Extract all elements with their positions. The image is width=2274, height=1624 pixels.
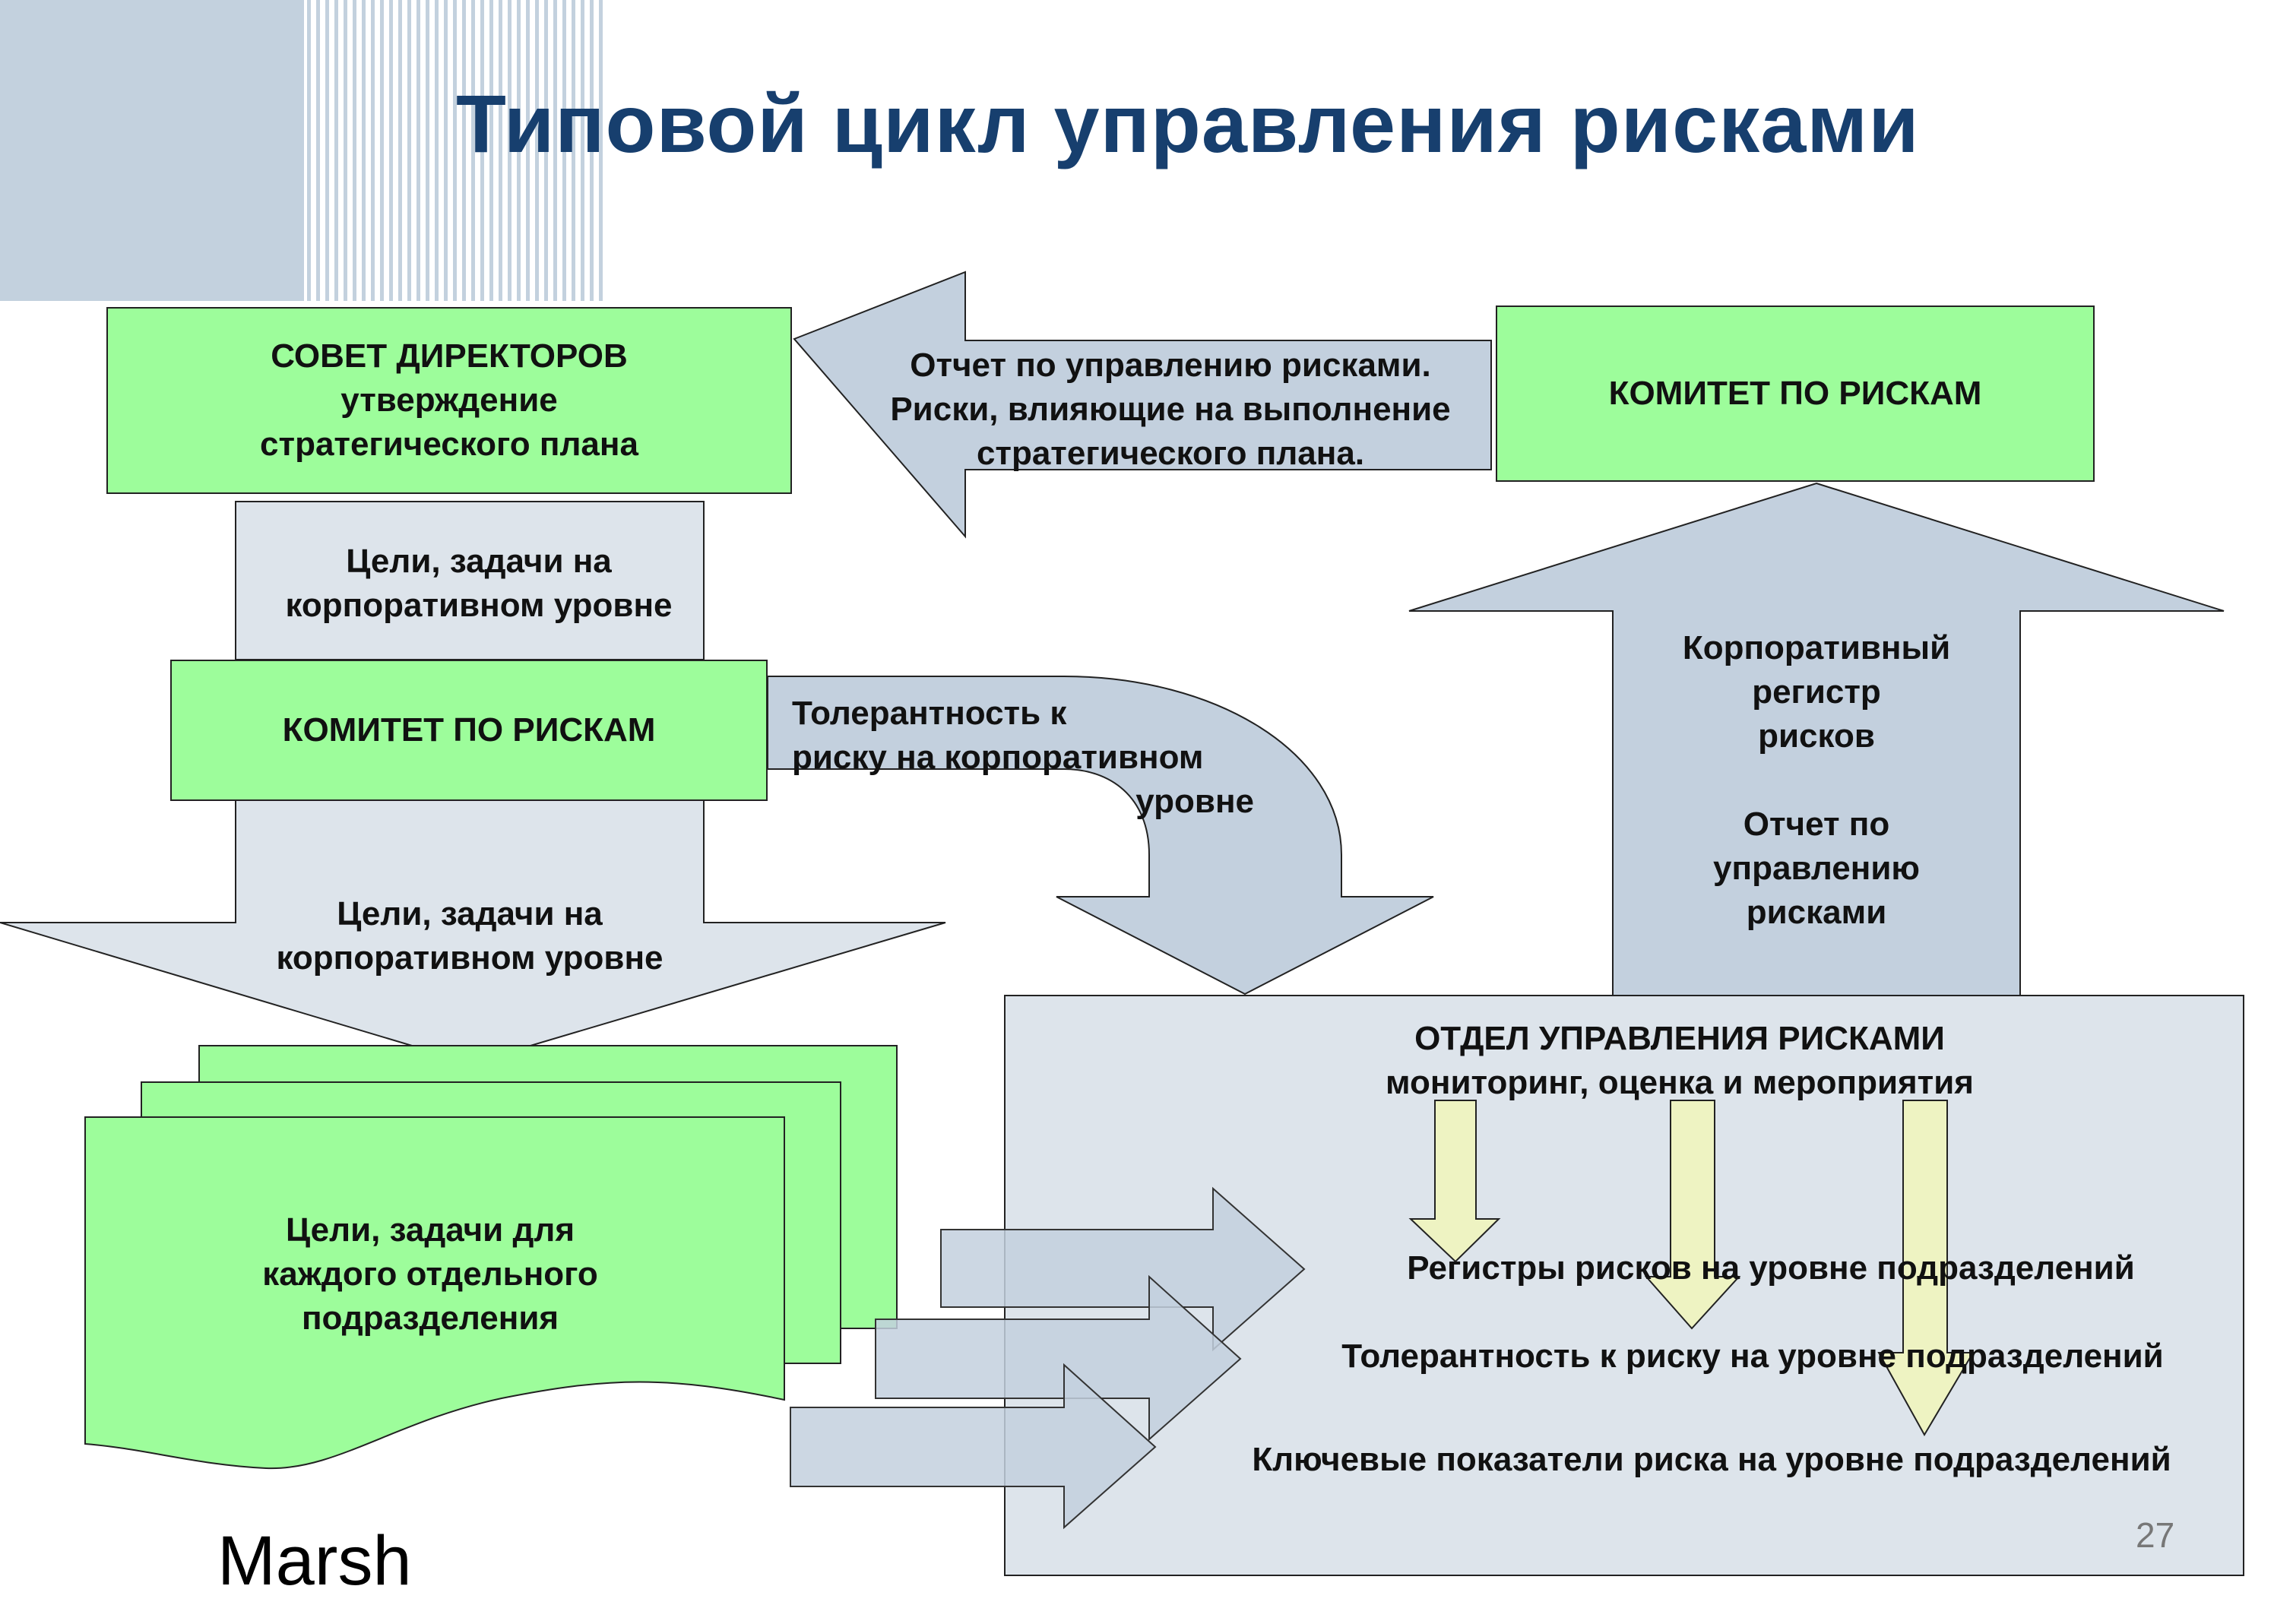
down-arrow-text: Цели, задачи на корпоративном уровне [228, 892, 711, 980]
tolerance-line1: Толерантность к [792, 695, 1067, 732]
up-arrow-line4: Отчет по [1743, 806, 1890, 843]
board-box: СОВЕТ ДИРЕКТОРОВ утверждение стратегичес… [106, 307, 792, 494]
right-arrow-3 [790, 1363, 1157, 1530]
board-title: СОВЕТ ДИРЕКТОРОВ [271, 337, 628, 375]
risk-dept-title: ОТДЕЛ УПРАВЛЕНИЯ РИСКАМИ [1414, 1020, 1945, 1057]
up-arrow-line2: регистр [1752, 673, 1881, 711]
dept-goals-text: Цели, задачи для каждого отдельного подр… [179, 1208, 681, 1341]
tolerance-line3: уровне [1135, 783, 1254, 820]
doc-front [84, 1116, 785, 1470]
goals-band-line2: корпоративном уровне [285, 587, 673, 624]
right-arrow-2 [875, 1274, 1242, 1442]
committee-mid-box: КОМИТЕТ ПО РИСКАМ [170, 660, 768, 801]
report-arrow [793, 271, 1492, 539]
tolerance-line2: риску на корпоративном [792, 739, 1204, 776]
committee-mid-label: КОМИТЕТ ПО РИСКАМ [282, 711, 656, 749]
report-line2: Риски, влияющие на выполнение [890, 391, 1451, 428]
marsh-logo: Marsh [217, 1522, 412, 1600]
risk-item-kri: Ключевые показатели риска на уровне подр… [1252, 1441, 2171, 1478]
tolerance-arrow-text: Толерантность к риску на корпоративном у… [792, 692, 1278, 824]
yellow-arrow-1 [1408, 1100, 1501, 1263]
dept-goals-line2: каждого отдельного [262, 1255, 598, 1293]
report-arrow-text: Отчет по управлению рисками. Риски, влия… [851, 343, 1490, 476]
corner-block [0, 0, 304, 301]
report-line1: Отчет по управлению рисками. [910, 347, 1431, 384]
yellow-arrow-2 [1644, 1100, 1741, 1330]
down-arrow-line1: Цели, задачи на [337, 895, 603, 932]
up-arrow-line1: Корпоративный [1682, 629, 1951, 666]
risk-dept-heading: ОТДЕЛ УПРАВЛЕНИЯ РИСКАМИ мониторинг, оце… [1216, 1017, 2143, 1105]
tolerance-arrow [767, 676, 1434, 996]
dept-goals-line1: Цели, задачи для [285, 1211, 575, 1249]
up-arrow-text: Корпоративный регистр рисков Отчет по уп… [1634, 626, 1999, 935]
up-arrow-line5: управлению [1713, 850, 1920, 887]
board-line3: стратегического плана [260, 426, 638, 463]
up-arrow-line6: рисками [1746, 894, 1887, 931]
goals-band-text: Цели, задачи на корпоративном уровне [237, 540, 721, 628]
down-arrow-line2: корпоративном уровне [276, 939, 664, 977]
committee-top-label: КОМИТЕТ ПО РИСКАМ [1608, 375, 1982, 412]
risk-dept-subtitle: мониторинг, оценка и мероприятия [1386, 1064, 1974, 1101]
risk-item-tolerance: Толерантность к риску на уровне подразде… [1341, 1338, 2164, 1375]
page-title: Типовой цикл управления рисками [456, 78, 1920, 169]
up-arrow-spacer [1634, 758, 1999, 803]
up-arrow-line3: рисков [1758, 717, 1875, 755]
committee-top-box: КОМИТЕТ ПО РИСКАМ [1496, 305, 2095, 482]
dept-goals-line3: подразделения [301, 1300, 559, 1337]
board-line2: утверждение [340, 381, 558, 419]
page-number: 27 [2136, 1515, 2175, 1555]
yellow-arrow-3 [1877, 1100, 1975, 1437]
corner-stripes [307, 0, 603, 301]
risk-item-registers: Регистры рисков на уровне подразделений [1407, 1249, 2135, 1287]
report-line3: стратегического плана. [976, 435, 1365, 472]
goals-band-line1: Цели, задачи на [346, 543, 612, 580]
right-arrow-1 [940, 1186, 1306, 1352]
